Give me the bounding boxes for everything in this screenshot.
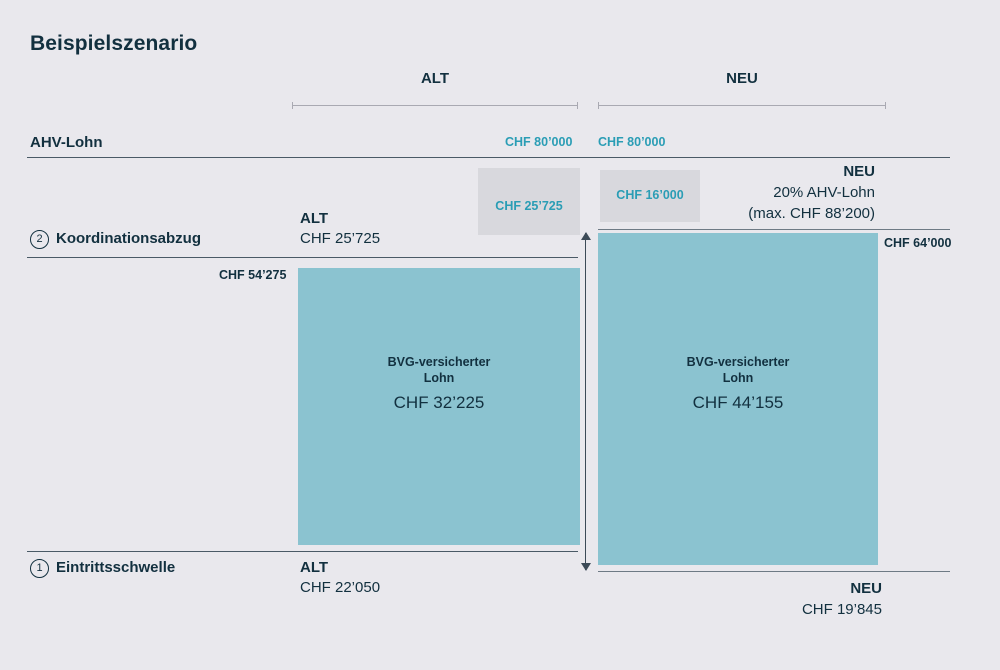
insured-salary-caption-alt-line1: BVG-versicherter xyxy=(387,355,491,369)
row-label-koordinationsabzug-text: Koordinationsabzug xyxy=(56,230,201,247)
insured-salary-caption-neu-line1: BVG-versicherter xyxy=(686,355,790,369)
eintrittsschwelle-line-neu xyxy=(598,571,950,572)
neu-insured-top-label: CHF 64’000 xyxy=(884,236,952,250)
row-label-eintrittsschwelle: 1 Eintrittsschwelle xyxy=(30,559,175,578)
ahv-value-alt: CHF 80’000 xyxy=(505,135,573,149)
insured-salary-box-alt: BVG-versicherter Lohn CHF 32’225 xyxy=(298,268,580,545)
row-label-koordinationsabzug: 2 Koordinationsabzug xyxy=(30,230,201,249)
row-label-ahv-lohn: AHV-Lohn xyxy=(30,134,103,151)
eintrittsschwelle-alt-value: CHF 22’050 xyxy=(300,579,381,596)
insured-salary-box-neu: BVG-versicherter Lohn CHF 44’155 xyxy=(598,233,878,565)
page-title: Beispielszenario xyxy=(30,32,198,55)
koordinationsabzug-alt-head: ALT xyxy=(300,210,329,227)
eintrittsschwelle-line-alt xyxy=(27,551,578,553)
alt-insured-top-label: CHF 54’275 xyxy=(219,268,287,282)
koordinationsabzug-box-alt: CHF 25’725 xyxy=(478,168,580,235)
insured-salary-caption-neu-line2: Lohn xyxy=(722,371,754,385)
koordinationsabzug-alt-callout: ALT CHF 25’725 xyxy=(300,209,380,249)
arrow-head-down-icon xyxy=(580,563,591,571)
eintrittsschwelle-alt-head: ALT xyxy=(300,559,329,576)
row-label-eintrittsschwelle-text: Eintrittsschwelle xyxy=(56,559,176,576)
ahv-lohn-line xyxy=(27,157,950,159)
insured-salary-amount-alt: CHF 32’225 xyxy=(393,393,485,412)
koordinationsabzug-line xyxy=(27,257,578,259)
column-header-neu: NEU xyxy=(726,70,758,87)
neu-rule-formula: 20% AHV-Lohn xyxy=(773,184,875,201)
neu-rule-heading: NEU xyxy=(843,163,875,180)
koordinationsabzug-box-label-alt: CHF 25’725 xyxy=(495,199,563,213)
bracket-alt xyxy=(292,102,578,109)
insured-salary-caption-alt-line2: Lohn xyxy=(423,371,455,385)
eintrittsschwelle-alt-callout: ALT CHF 22’050 xyxy=(300,558,380,598)
koordinationsabzug-box-neu: CHF 16’000 xyxy=(600,170,700,222)
koordinationsabzug-box-label-neu: CHF 16’000 xyxy=(616,188,684,202)
arrow-shaft xyxy=(585,233,587,570)
neu-cap-line xyxy=(598,229,950,230)
neu-rule-note: NEU 20% AHV-Lohn (max. CHF 88’200) xyxy=(590,161,875,224)
eintrittsschwelle-neu-head: NEU xyxy=(850,580,882,597)
eintrittsschwelle-neu-callout: NEU CHF 19’845 xyxy=(640,578,882,620)
arrow-head-up-icon xyxy=(580,232,591,240)
insured-salary-neu-content: BVG-versicherter Lohn CHF 44’155 xyxy=(598,354,878,413)
eintrittsschwelle-neu-value: CHF 19’845 xyxy=(801,601,882,618)
neu-rule-max: (max. CHF 88’200) xyxy=(748,205,875,222)
marker-2: 2 xyxy=(30,230,49,249)
marker-1: 1 xyxy=(30,559,49,578)
insured-salary-alt-content: BVG-versicherter Lohn CHF 32’225 xyxy=(298,354,580,413)
koordinationsabzug-alt-value: CHF 25’725 xyxy=(300,230,381,247)
bracket-neu xyxy=(598,102,886,109)
ahv-value-neu: CHF 80’000 xyxy=(598,135,666,149)
insured-salary-amount-neu: CHF 44’155 xyxy=(692,393,784,412)
column-header-alt: ALT xyxy=(420,70,450,87)
